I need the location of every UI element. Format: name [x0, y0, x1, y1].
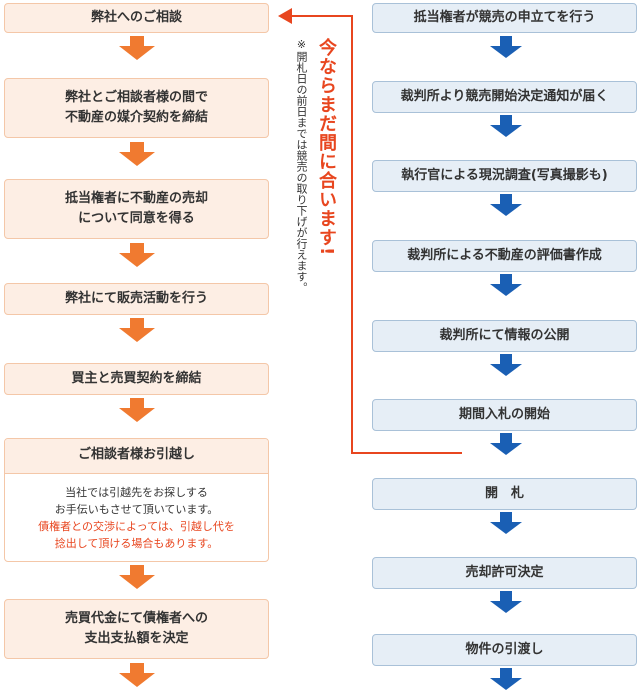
orange-arrow-1	[119, 36, 155, 60]
left-step-4: 弊社にて販売活動を行う	[4, 283, 269, 315]
moving-title: ご相談者様お引越し	[5, 439, 268, 474]
left-step-7: 売買代金にて債権者への 支出支払額を決定	[4, 599, 269, 659]
left-step-2: 弊社とご相談者様の間で 不動産の媒介契約を締結	[4, 78, 269, 138]
right-step-4-text: 裁判所による不動産の評価書作成	[407, 248, 602, 263]
blue-arrow-1	[490, 36, 522, 58]
right-step-9-text: 物件の引渡し	[465, 642, 544, 657]
left-step-2-text: 弊社とご相談者様の間で 不動産の媒介契約を締結	[64, 90, 208, 125]
right-step-4: 裁判所による不動産の評価書作成	[372, 240, 637, 272]
blue-arrow-8	[490, 591, 522, 613]
right-step-7: 開 札	[372, 478, 637, 510]
callout-note: ※開札日の前日までは競売の取り下げが行えます。	[295, 38, 308, 293]
orange-arrow-5	[119, 398, 155, 422]
right-step-1: 抵当権者が競売の申立てを行う	[372, 3, 637, 33]
left-step-3: 抵当権者に不動産の売却 について同意を得る	[4, 179, 269, 239]
left-step-7-text: 売買代金にて債権者への 支出支払額を決定	[64, 611, 208, 646]
right-step-6: 期間入札の開始	[372, 399, 637, 431]
right-step-8-text: 売却許可決定	[465, 565, 544, 580]
moving-red-note: 債権者との交渉によっては、引越し代を 捻出して頂ける場合もあります。	[38, 520, 235, 550]
right-step-3: 執行官による現況調査(写真撮影も)	[372, 160, 637, 192]
left-step-4-text: 弊社にて販売活動を行う	[64, 291, 208, 306]
right-step-6-text: 期間入札の開始	[458, 407, 550, 422]
right-step-8: 売却許可決定	[372, 557, 637, 589]
right-step-1-text: 抵当権者が競売の申立てを行う	[413, 10, 596, 25]
left-step-3-text: 抵当権者に不動産の売却 について同意を得る	[64, 191, 208, 226]
blue-arrow-4	[490, 274, 522, 296]
left-step-1: 弊社へのご相談	[4, 3, 269, 33]
orange-arrow-3	[119, 243, 155, 267]
orange-arrow-4	[119, 318, 155, 342]
right-step-3-text: 執行官による現況調査(写真撮影も)	[401, 168, 608, 183]
left-step-1-text: 弊社へのご相談	[90, 10, 182, 25]
blue-arrow-3	[490, 194, 522, 216]
left-step-5-text: 買主と売買契約を締結	[71, 371, 202, 386]
orange-arrow-6	[119, 565, 155, 589]
connector-arrowhead	[278, 8, 292, 24]
moving-body: 当社では引越先をお探しする お手伝いもさせて頂いています。	[54, 486, 219, 516]
right-step-9: 物件の引渡し	[372, 634, 637, 666]
right-step-2: 裁判所より競売開始決定通知が届く	[372, 81, 637, 113]
blue-arrow-6	[490, 433, 522, 455]
left-step-6-moving: ご相談者様お引越し 当社では引越先をお探しする お手伝いもさせて頂いています。 …	[4, 438, 269, 562]
right-step-5: 裁判所にて情報の公開	[372, 320, 637, 352]
orange-arrow-7	[119, 663, 155, 687]
orange-arrow-2	[119, 142, 155, 166]
right-step-5-text: 裁判所にて情報の公開	[439, 328, 570, 343]
blue-arrow-5	[490, 354, 522, 376]
blue-arrow-2	[490, 115, 522, 137]
blue-arrow-7	[490, 512, 522, 534]
left-step-5: 買主と売買契約を締結	[4, 363, 269, 395]
blue-arrow-9	[490, 668, 522, 690]
right-step-7-text: 開 札	[484, 486, 524, 501]
right-step-2-text: 裁判所より競売開始決定通知が届く	[400, 89, 609, 104]
callout-headline: 今ならまだ間に合います!	[316, 38, 337, 257]
